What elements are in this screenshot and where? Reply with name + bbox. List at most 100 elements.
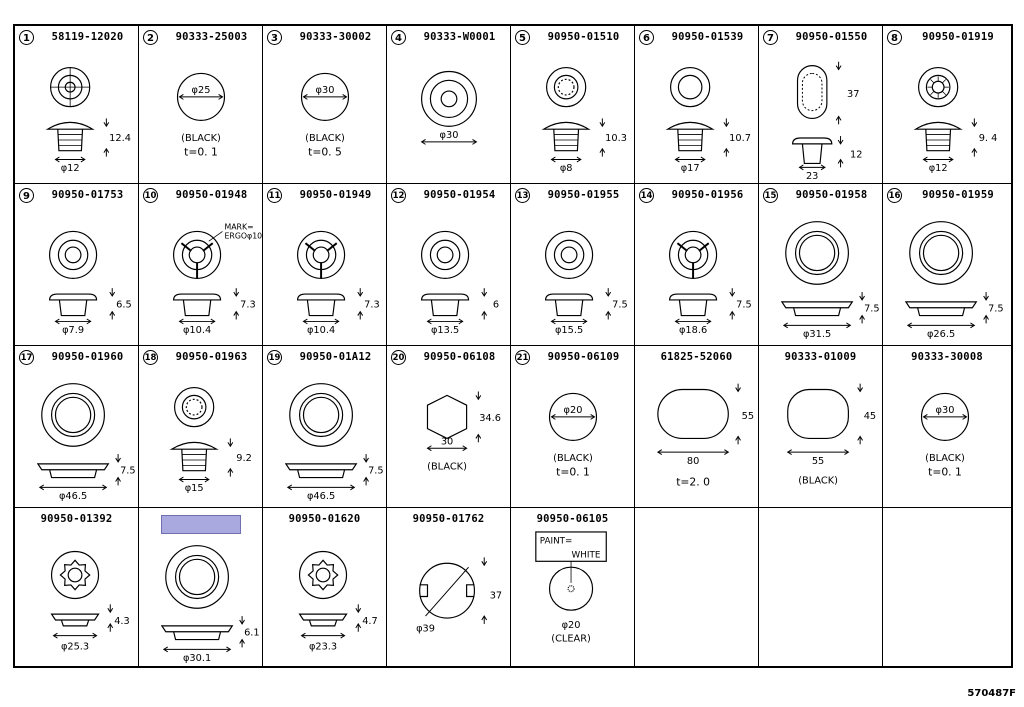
item-number-badge: 5 (515, 30, 530, 45)
dimension-label: φ17 (681, 163, 700, 174)
part-drawing: φ25(BLACK)t=0. 1 (176, 72, 226, 159)
part-number[interactable]: 90333-W0001 (423, 31, 496, 43)
dimension-label: φ12 (929, 163, 948, 174)
part-number[interactable]: 90950-01955 (547, 189, 620, 201)
part-number[interactable]: 58119-12020 (51, 31, 124, 43)
part-drawing: 10.3φ8 (541, 66, 627, 174)
dimension-label: (BLACK) (798, 475, 838, 486)
dimension-label: (BLACK) (925, 453, 965, 464)
part-header: 61825-52060 (635, 346, 758, 368)
dimension-label: 4.7 (362, 616, 378, 627)
part-number[interactable]: 90333-30002 (299, 31, 372, 43)
part-number[interactable]: 90950-01958 (795, 189, 868, 201)
highlighted-part-number-box[interactable] (161, 515, 241, 534)
part-number[interactable]: 90950-01948 (175, 189, 248, 201)
part-drawing: 10.7 φ17 (665, 66, 751, 174)
item-number-badge: 2 (143, 30, 158, 45)
part-number[interactable]: 90950-01960 (51, 351, 124, 363)
part-number[interactable]: 90950-01762 (412, 513, 485, 525)
dimension-label: 37 (490, 590, 502, 601)
part-number[interactable]: 61825-52060 (660, 351, 733, 363)
dimension-label: ERGOφ10 (224, 231, 262, 240)
part-number[interactable]: 90950-01959 (922, 189, 994, 201)
part-number[interactable]: 90950-01963 (175, 351, 248, 363)
part-number[interactable]: 90333-01009 (784, 351, 857, 363)
part-number[interactable]: 90950-01620 (288, 513, 361, 525)
part-number[interactable]: 90950-01A12 (299, 351, 372, 363)
dimension-label: (BLACK) (181, 133, 221, 144)
part-drawing: 6.5φ7.9 (49, 230, 132, 336)
part-header: 90333-30008 (883, 346, 1011, 368)
dimension-label: φ8 (560, 163, 573, 174)
part-header: 5 90950-01510 (511, 26, 634, 48)
part-cell (635, 508, 759, 666)
dimension-label: φ25 (192, 85, 211, 96)
dimension-label: φ30 (316, 85, 335, 96)
part-number[interactable]: 90950-01539 (671, 31, 744, 43)
part-number[interactable]: 90333-25003 (175, 31, 248, 43)
part-number[interactable]: 90950-01392 (40, 513, 113, 525)
part-drawing: 7.3 φ10.4 (297, 230, 380, 336)
dimension-label: 80 (687, 456, 699, 467)
dimension-label: 7.3 (364, 300, 380, 311)
part-number[interactable]: 90950-01919 (922, 31, 994, 43)
dimension-label: φ23.3 (309, 641, 337, 652)
dimension-label: φ15.5 (555, 325, 583, 336)
item-number-badge: 9 (19, 188, 34, 203)
part-number[interactable]: 90950-06105 (536, 513, 609, 525)
part-number[interactable]: 90950-01753 (51, 189, 124, 201)
item-number-badge: 19 (267, 350, 282, 365)
dimension-label: φ12 (61, 163, 80, 174)
part-header: 90950-01392 (15, 508, 138, 530)
part-drawing: φ30(BLACK)t=0. 5 (300, 72, 350, 159)
dimension-label: 10.7 (729, 133, 751, 144)
dimension-label: PAINT= (540, 537, 573, 547)
dimension-label: φ46.5 (59, 491, 87, 502)
dimension-label: 7.5 (368, 466, 384, 477)
dimension-label: 30 (441, 436, 453, 447)
dimension-label: φ10.4 (183, 325, 211, 336)
part-number[interactable]: 90950-01956 (671, 189, 744, 201)
part-number[interactable]: 90950-06109 (547, 351, 620, 363)
dimension-label: t=0. 1 (928, 466, 962, 479)
dimension-label: WHITE (572, 550, 601, 560)
part-number[interactable]: 90950-06108 (423, 351, 496, 363)
part-number[interactable]: 90950-01949 (299, 189, 372, 201)
dimension-label: 45 (864, 411, 876, 422)
dimension-label: 9. 4 (979, 133, 998, 144)
part-number[interactable]: 90333-30008 (911, 351, 983, 363)
part-number[interactable]: 90950-01550 (795, 31, 868, 43)
dimension-label: (BLACK) (305, 133, 345, 144)
item-number-badge: 3 (267, 30, 282, 45)
dimension-label: φ10.4 (307, 325, 335, 336)
part-number[interactable]: 90950-01954 (423, 189, 496, 201)
part-number[interactable]: 90950-01510 (547, 31, 620, 43)
part-drawing: 34.630(BLACK) (426, 391, 501, 473)
dimension-label: φ20 (564, 405, 583, 416)
